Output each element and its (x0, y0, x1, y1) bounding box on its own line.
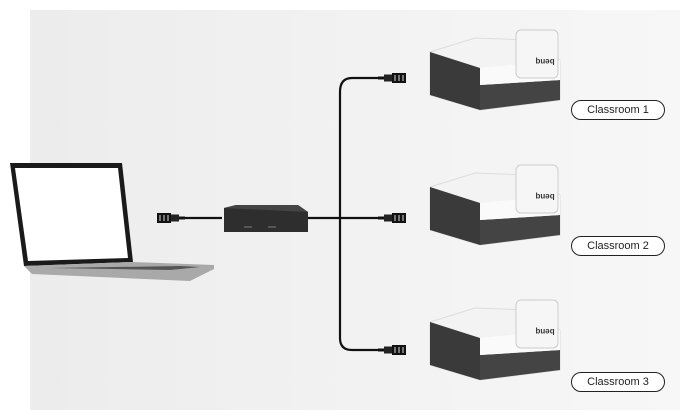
projector-brand-logo: BenQ (535, 192, 555, 201)
network-switch (224, 205, 308, 232)
projector-classroom-3 (429, 299, 561, 381)
projector-brand-logo: BenQ (535, 57, 555, 66)
ethernet-plug-icon (378, 73, 406, 83)
ethernet-plug-icon (378, 345, 406, 355)
classroom-2-label: Classroom 2 (571, 236, 665, 256)
background-panel (30, 10, 680, 410)
projector-brand-logo: BenQ (535, 327, 555, 336)
ethernet-plug-icon (157, 213, 185, 223)
cables (183, 76, 378, 352)
projector-classroom-1 (429, 29, 561, 111)
classroom-3-label: Classroom 3 (571, 372, 665, 392)
projector-classroom-2 (429, 164, 561, 246)
laptop (10, 163, 214, 281)
ethernet-plug-icon (378, 213, 406, 223)
classroom-1-label: Classroom 1 (571, 100, 665, 120)
